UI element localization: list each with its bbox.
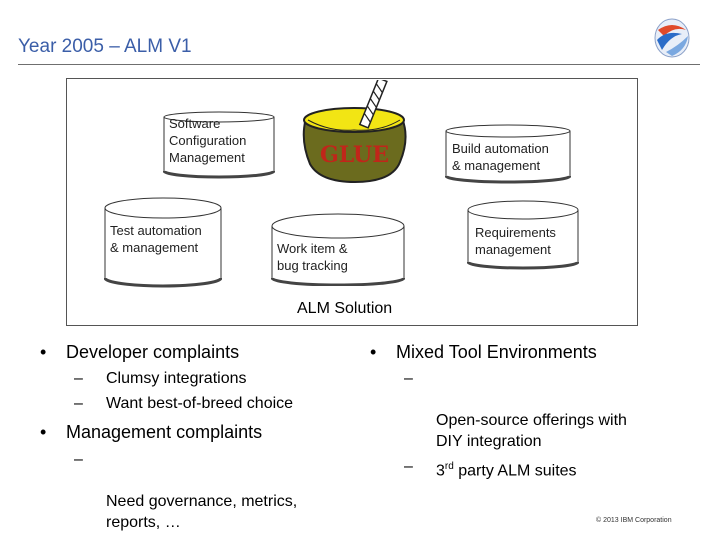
sub-bullet-text: Open-source offerings with DIY integrati… (436, 412, 627, 450)
cylinder-scm-label: Software Configuration Management (169, 115, 246, 166)
sub-bullet-dash: – (404, 456, 413, 477)
cylinder-test: Test automation & management (104, 196, 222, 288)
glue-label: GLUE (320, 142, 389, 168)
cylinder-requirements: Requirements management (467, 200, 579, 270)
sub-bullet-text: Need governance, metrics, reports, … (106, 493, 297, 531)
left-bullet-list: • Developer complaints – Clumsy integrat… (36, 341, 356, 533)
sub-bullet-third-party: – 3rd party ALM suites (404, 456, 696, 481)
sub-bullet-open-source: – Open-source offerings with DIY integra… (404, 368, 696, 452)
cylinder-workitem: Work item & bug tracking (271, 212, 405, 286)
sub-bullet-best-of-breed: – Want best-of-breed choice (74, 393, 356, 414)
cylinder-workitem-label: Work item & bug tracking (277, 240, 348, 274)
sub-bullet-rest: party ALM suites (454, 462, 577, 479)
sub-bullet-text: Want best-of-breed choice (106, 395, 293, 412)
cylinder-build-label: Build automation & management (452, 140, 549, 174)
sub-bullet-governance: – Need governance, metrics, reports, … (74, 449, 356, 533)
sub-bullet-dash: – (74, 368, 83, 389)
sub-bullet-dash: – (74, 393, 83, 414)
sub-bullet-prefix: 3 (436, 462, 445, 479)
glue-pot-icon: GLUE (300, 80, 410, 186)
sub-bullet-superscript: rd (445, 461, 454, 472)
bullet-management-complaints: • Management complaints (36, 421, 356, 443)
bullet-dot: • (370, 341, 376, 363)
bullet-developer-complaints: • Developer complaints (36, 341, 356, 363)
cylinder-test-label: Test automation & management (110, 222, 202, 256)
bullet-dot: • (40, 341, 46, 363)
sub-bullet-clumsy: – Clumsy integrations (74, 368, 356, 389)
bullet-mixed-tool-environments: • Mixed Tool Environments (366, 341, 696, 363)
alm-solution-label: ALM Solution (297, 300, 392, 318)
title-rule (18, 64, 700, 65)
cylinder-scm: Software Configuration Management (163, 111, 275, 179)
cylinder-build: Build automation & management (445, 124, 571, 184)
cylinder-requirements-label: Requirements management (475, 224, 556, 258)
bullet-text: Management complaints (66, 422, 262, 442)
sub-bullet-dash: – (74, 449, 83, 470)
sub-bullet-dash: – (404, 368, 413, 389)
bullet-dot: • (40, 421, 46, 443)
bullet-text: Mixed Tool Environments (396, 342, 597, 362)
bullet-text: Developer complaints (66, 342, 239, 362)
sub-bullet-text: Clumsy integrations (106, 370, 247, 387)
copyright-footer: © 2013 IBM Corporation (596, 517, 672, 524)
swirl-logo-icon (652, 16, 692, 60)
slide-title: Year 2005 – ALM V1 (18, 36, 192, 58)
right-bullet-list: • Mixed Tool Environments – Open-source … (366, 341, 696, 481)
